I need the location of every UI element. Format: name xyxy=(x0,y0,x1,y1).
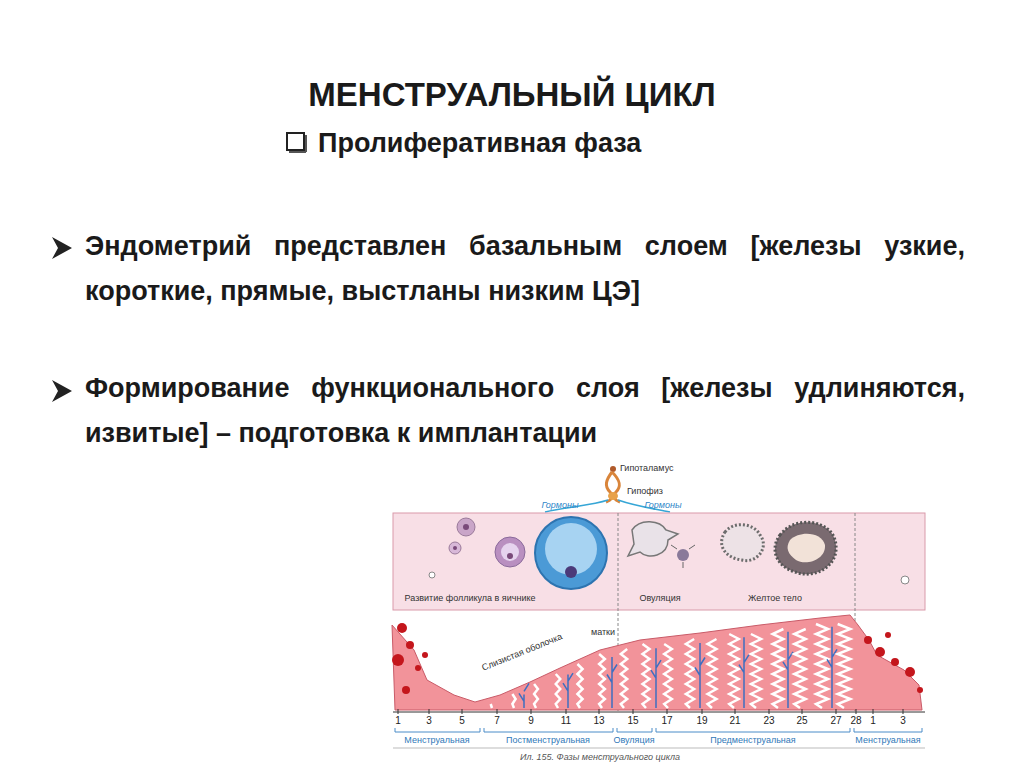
endometrial-glands xyxy=(470,624,850,708)
phase-brackets xyxy=(395,728,922,732)
slide-title: МЕНСТРУАЛЬНЫЙ ЦИКЛ xyxy=(308,76,715,114)
checkbox-shadow xyxy=(289,151,306,153)
day-number: 23 xyxy=(763,715,774,726)
organ-label: Гипофиз xyxy=(627,486,663,496)
phase-label: Предменструальная xyxy=(710,735,795,745)
bullet-text: Эндометрий представлен базальным слоем [… xyxy=(85,224,965,314)
day-number: 21 xyxy=(729,715,740,726)
endometrium xyxy=(392,615,922,710)
ovulation xyxy=(628,522,695,568)
organ-label: Гипоталамус xyxy=(620,463,674,473)
phase-label: Менструальная xyxy=(404,735,469,745)
day-number: 1 xyxy=(395,715,401,726)
layer-label: матки xyxy=(591,627,615,637)
day-axis xyxy=(393,712,925,713)
day-number: 13 xyxy=(593,715,604,726)
ovary-panel xyxy=(393,513,925,610)
day-number: 25 xyxy=(796,715,807,726)
day-number: 28 xyxy=(850,715,861,726)
panel-label: Развитие фолликула в яичнике xyxy=(405,593,536,603)
checkbox-shadow xyxy=(305,135,307,152)
phase-label: Постменструальная xyxy=(506,735,590,745)
day-number: 5 xyxy=(459,715,465,726)
layer-label: Слизистая оболочка xyxy=(480,631,563,672)
phase-label: Овуляция xyxy=(613,735,654,745)
follicles xyxy=(429,517,909,589)
panel-label: Овуляция xyxy=(639,593,680,603)
checkbox-bullet xyxy=(287,133,304,150)
day-ticks xyxy=(398,709,903,714)
hormone-label: Гормоны xyxy=(644,500,681,510)
figure-caption: Ил. 155. Фазы менструального цикла xyxy=(520,752,680,762)
subtitle: Пролиферативная фаза xyxy=(318,128,641,159)
phase-label: Менструальная xyxy=(855,735,920,745)
corpus-luteum xyxy=(722,522,837,574)
arrow-bullet xyxy=(52,237,72,402)
day-number: 15 xyxy=(627,715,638,726)
day-number: 17 xyxy=(661,715,672,726)
day-number: 1 xyxy=(870,715,876,726)
day-number: 11 xyxy=(561,715,571,726)
day-number: 27 xyxy=(830,715,841,726)
menstrual-bleeding xyxy=(392,623,923,694)
day-number: 3 xyxy=(426,715,432,726)
caption-rule xyxy=(393,748,925,749)
day-number: 7 xyxy=(494,715,500,726)
day-number: 9 xyxy=(528,715,534,726)
hormone-label: Гормоны xyxy=(541,500,578,510)
day-number: 3 xyxy=(900,715,906,726)
panel-label: Желтое тело xyxy=(748,593,802,603)
day-number: 19 xyxy=(696,715,707,726)
bullet-text: Формирование функционального слоя [желез… xyxy=(85,366,965,456)
